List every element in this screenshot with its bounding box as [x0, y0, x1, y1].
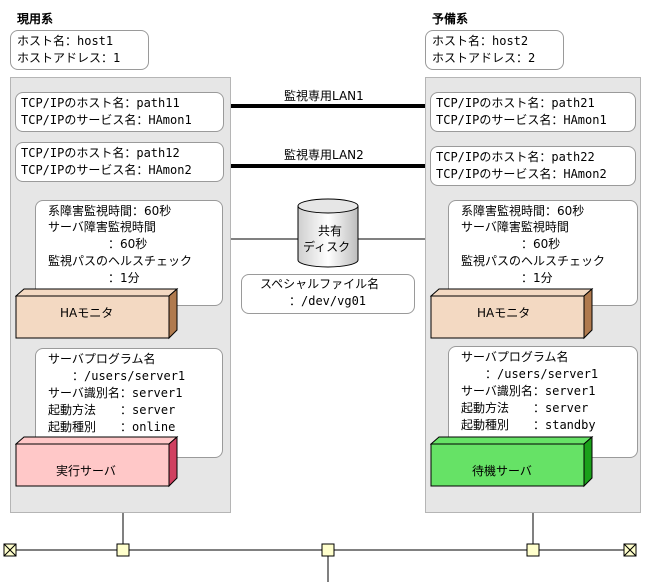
right-tcp-box-1: TCP/IPのホスト名：path21 TCP/IPのサービス名：HAmon1: [430, 92, 636, 132]
special-file-box: スペシャルファイル名 ：/dev/vg01: [241, 274, 415, 314]
bus-connectors: [3, 543, 637, 557]
left-monitor-line-3: ：60秒: [48, 237, 148, 251]
left-tcp-box-2: TCP/IPのホスト名：path12 TCP/IPのサービス名：HAmon2: [15, 142, 224, 182]
right-host-name: ホスト名：host2: [432, 34, 529, 48]
left-tcp2-service: TCP/IPのサービス名：HAmon2: [21, 163, 192, 177]
special-file-line-2: ：/dev/vg01: [289, 294, 367, 308]
right-hamonitor-label: HAモニタ: [477, 306, 531, 320]
active-server-label: 実行サーバ: [56, 464, 116, 478]
left-tcp2-host: TCP/IPのホスト名：path12: [21, 146, 180, 160]
left-server-line-2: ：/users/server1: [48, 369, 186, 383]
left-monitor-line-1: 系障害監視時間：60秒: [48, 204, 172, 218]
right-tcp1-host: TCP/IPのホスト名：path21: [436, 96, 595, 110]
special-file-line-1: スペシャルファイル名: [260, 277, 380, 291]
bus-tap-center: [321, 543, 335, 557]
bus-terminator-left: [3, 543, 17, 557]
right-host-info: ホスト名：host2 ホストアドレス：2: [425, 30, 564, 70]
right-monitor-line-2: サーバ障害監視時間: [461, 220, 569, 234]
left-active-server-face: [15, 443, 170, 487]
right-hamonitor-side: [583, 288, 593, 340]
left-tcp-box-1: TCP/IPのホスト名：path11 TCP/IPのサービス名：HAmon1: [15, 92, 224, 132]
right-monitor-line-1: 系障害監視時間：60秒: [461, 204, 585, 218]
left-hamonitor-face: [15, 295, 170, 339]
bus-terminator-right: [623, 543, 637, 557]
left-hamonitor-top: [15, 288, 179, 297]
right-server-line-5: 起動種別 ：standby: [461, 418, 596, 432]
left-active-server-side: [168, 436, 178, 488]
right-hamonitor-face: [430, 295, 585, 339]
left-hamonitor-block: [15, 288, 179, 340]
disk-label-line-1: 共有: [318, 224, 343, 238]
left-host-info: ホスト名：host1 ホストアドレス：1: [10, 30, 149, 70]
left-monitor-settings: 系障害監視時間：60秒 サーバ障害監視時間 ：60秒 監視パスのヘルスチェック …: [35, 200, 223, 306]
right-hamonitor-top: [430, 288, 594, 297]
left-server-line-5: 起動種別 ：online: [48, 420, 176, 434]
left-hamonitor-label: HAモニタ: [60, 306, 114, 320]
right-hamonitor-block: [430, 288, 594, 340]
disk-body: [297, 206, 359, 268]
right-monitor-line-5: ：1分: [461, 271, 553, 285]
right-server-line-4: 起動方法 ：server: [461, 401, 589, 415]
right-standby-server-face: [430, 443, 585, 487]
right-host-address: ホストアドレス：2: [432, 51, 536, 65]
shared-disk: [297, 198, 359, 268]
disk-label-line-2: ディスク: [303, 240, 351, 254]
left-host-name: ホスト名：host1: [17, 34, 114, 48]
right-standby-server-side: [583, 436, 593, 488]
bus-tap-left: [116, 543, 130, 557]
right-standby-server-block: [430, 436, 594, 488]
left-server-line-1: サーバプログラム名: [48, 352, 156, 366]
left-hamonitor-side: [168, 288, 178, 340]
right-tcp1-service: TCP/IPのサービス名：HAmon1: [436, 113, 607, 127]
right-monitor-line-4: 監視パスのヘルスチェック: [461, 254, 606, 268]
right-tcp2-host: TCP/IPのホスト名：path22: [436, 150, 595, 164]
left-tcp1-service: TCP/IPのサービス名：HAmon1: [21, 113, 192, 127]
left-monitor-line-2: サーバ障害監視時間: [48, 220, 156, 234]
left-active-server-top: [15, 436, 179, 445]
right-server-line-3: サーバ識別名：server1: [461, 384, 596, 398]
right-monitor-line-3: ：60秒: [461, 237, 561, 251]
left-monitor-line-4: 監視パスのヘルスチェック: [48, 254, 193, 268]
right-server-line-1: サーバプログラム名: [461, 350, 569, 364]
right-monitor-settings: 系障害監視時間：60秒 サーバ障害監視時間 ：60秒 監視パスのヘルスチェック …: [448, 200, 638, 306]
left-title: 現用系: [17, 12, 54, 26]
disk-top: [297, 198, 359, 214]
right-tcp-box-2: TCP/IPのホスト名：path22 TCP/IPのサービス名：HAmon2: [430, 146, 636, 186]
left-tcp1-host: TCP/IPのホスト名：path11: [21, 96, 180, 110]
left-monitor-line-5: ：1分: [48, 271, 140, 285]
right-server-line-2: ：/users/server1: [461, 367, 599, 381]
lan2-label: 監視専用LAN2: [284, 148, 364, 162]
standby-server-label: 待機サーバ: [472, 464, 532, 478]
left-active-server-block: [15, 436, 179, 488]
left-server-line-4: 起動方法 ：server: [48, 403, 176, 417]
bus-tap-right: [526, 543, 540, 557]
left-server-line-3: サーバ識別名：server1: [48, 386, 183, 400]
right-tcp2-service: TCP/IPのサービス名：HAmon2: [436, 167, 607, 181]
right-standby-server-top: [430, 436, 594, 445]
right-title: 予備系: [432, 12, 469, 26]
left-host-address: ホストアドレス：1: [17, 51, 121, 65]
lan1-label: 監視専用LAN1: [284, 89, 364, 103]
